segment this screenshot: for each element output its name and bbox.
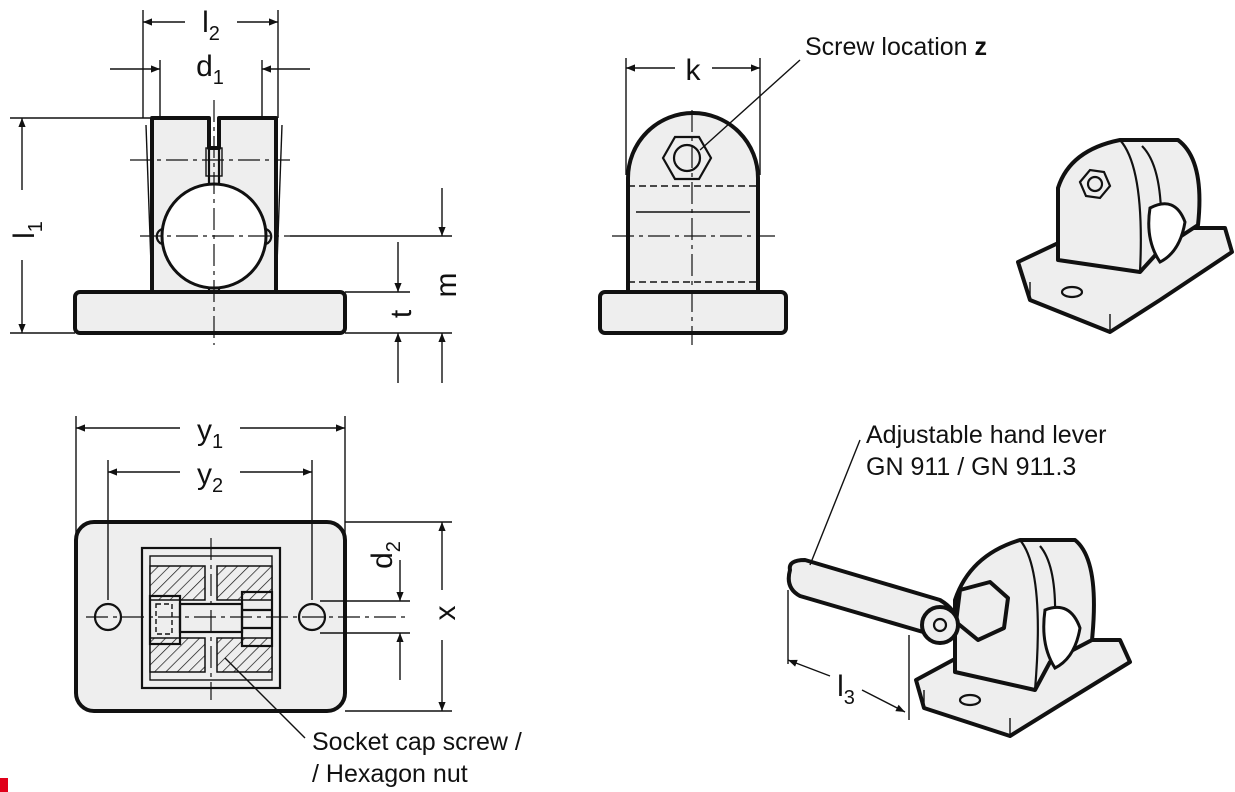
callout-screw-location-text: Screw location	[805, 33, 975, 61]
top-hatch-ul	[149, 565, 206, 601]
side-clamp-body	[626, 111, 760, 294]
iso-view-clamp	[1016, 138, 1234, 334]
dim-l3-main: l	[837, 670, 844, 703]
dim-d2-main: d	[366, 552, 399, 569]
callout-hand-lever-line2: GN 911 / GN 911.3	[866, 453, 1076, 481]
dim-l1: l1	[8, 117, 150, 334]
callout-hand-lever: Adjustable hand lever GN 911 / GN 911.3	[809, 421, 1106, 566]
dim-l1-sub: 1	[25, 221, 47, 232]
svg-text:d1: d1	[196, 50, 224, 89]
svg-text:l2: l2	[202, 6, 220, 45]
callout-hand-lever-line1: Adjustable hand lever	[866, 421, 1106, 449]
iso-base-hole	[1060, 285, 1084, 299]
svg-text:d2: d2	[366, 541, 405, 569]
top-hatch-ur	[216, 565, 273, 601]
svg-text:y1: y1	[197, 414, 223, 453]
side-view	[598, 110, 788, 345]
dim-l3: l3	[787, 590, 910, 720]
callout-socket-line1: Socket cap screw /	[312, 728, 522, 756]
dim-t: t	[345, 242, 418, 383]
iso2-bore	[1042, 605, 1082, 670]
iso2-base-hole	[958, 693, 982, 707]
dim-l2-main: l	[202, 6, 209, 39]
svg-text:Screw location z: Screw location z	[805, 33, 987, 61]
dim-l2-sub: 2	[209, 23, 220, 45]
dim-y1: y1	[75, 414, 346, 540]
dim-k-label: k	[686, 54, 702, 87]
front-taper-right	[275, 124, 283, 293]
iso-view-lever	[786, 538, 1132, 738]
dim-l1-main: l	[8, 232, 41, 239]
svg-text:l3: l3	[837, 670, 855, 709]
dim-l3-sub: 3	[844, 687, 855, 709]
svg-text:l1: l1	[8, 221, 47, 239]
dim-y2-sub: 2	[212, 475, 223, 497]
top-mount-hole-right	[297, 602, 327, 632]
dim-m: m	[290, 188, 463, 383]
dim-d1-main: d	[196, 50, 213, 83]
hex-nut-icon	[661, 135, 713, 181]
lever-hub-cap	[920, 605, 960, 645]
front-taper-left	[145, 124, 153, 293]
hex-nut-bore	[672, 143, 702, 173]
dim-m-label: m	[430, 273, 463, 298]
top-hatch-lr	[216, 637, 273, 673]
dim-t-label: t	[385, 309, 418, 318]
dim-y1-sub: 1	[212, 431, 223, 453]
dim-d2: d2	[320, 541, 410, 680]
svg-text:y2: y2	[197, 458, 223, 497]
dim-y2: y2	[107, 458, 313, 600]
iso-bore	[1147, 202, 1187, 264]
dim-x: x	[345, 521, 462, 712]
front-bore-notch-right	[265, 227, 273, 246]
callout-socket-line2: / Hexagon nut	[312, 760, 468, 788]
dim-d2-sub: 2	[383, 541, 405, 552]
dim-y1-main: y	[197, 414, 212, 447]
dim-d1-sub: 1	[213, 67, 224, 89]
dim-d1: d1	[110, 50, 310, 118]
corner-accent-mark	[0, 778, 8, 792]
dim-x-label: x	[429, 606, 462, 621]
callout-screw-location-var: z	[975, 33, 988, 61]
front-view	[73, 100, 347, 345]
dim-l2: l2	[142, 6, 279, 118]
dim-k: k	[625, 54, 761, 175]
callout-socket-cap-screw: Socket cap screw / / Hexagon nut	[224, 657, 522, 788]
top-view	[74, 520, 410, 713]
side-base-plate	[598, 290, 788, 335]
callout-screw-location: Screw location z	[699, 33, 987, 151]
dim-y2-main: y	[197, 458, 212, 491]
front-base-plate	[73, 290, 347, 335]
iso-hex-nut-icon	[1078, 168, 1112, 200]
hexagon-nut-icon	[240, 590, 274, 648]
